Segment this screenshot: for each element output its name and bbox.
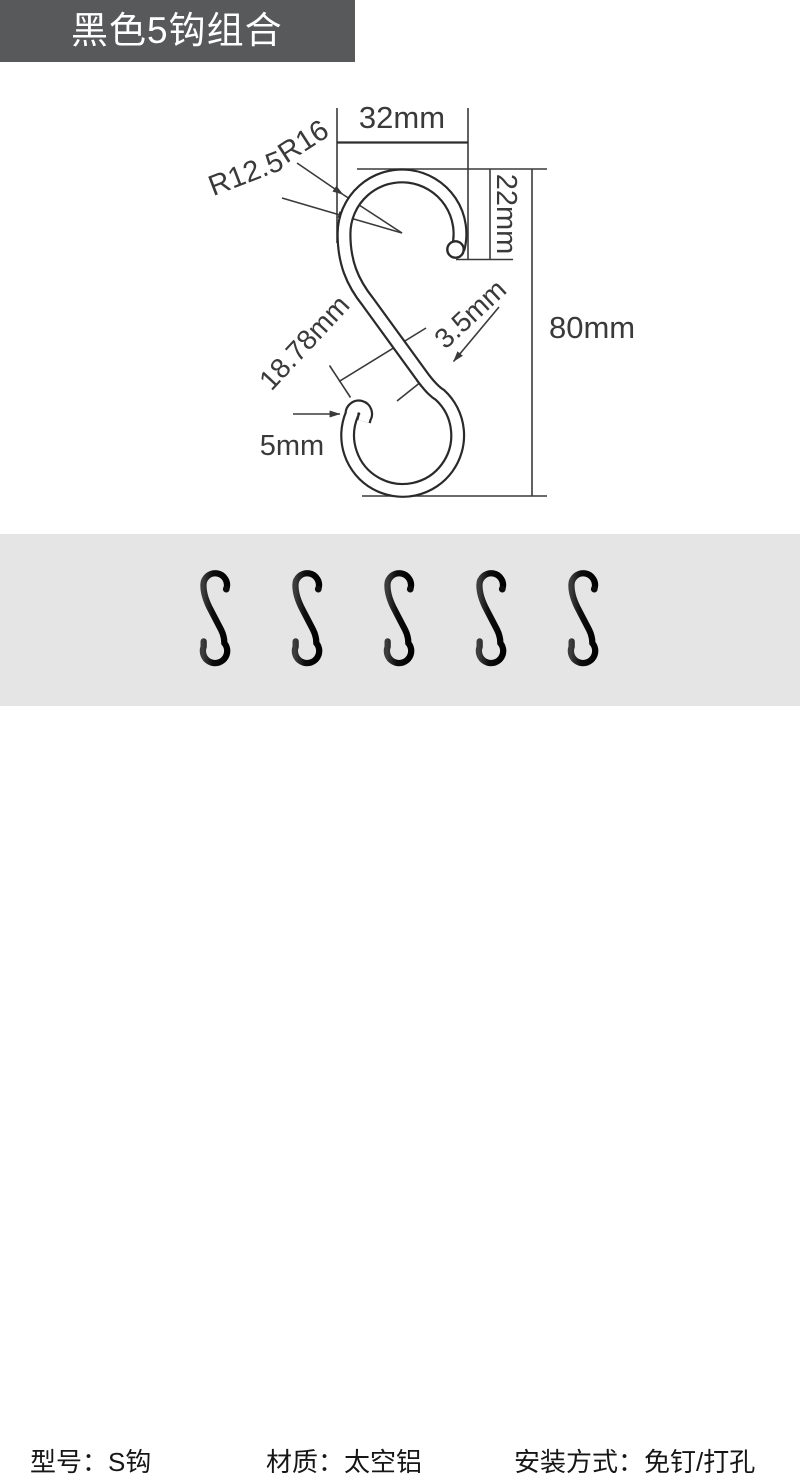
s-hook-technical-drawing: 32mm R16 R12.5 22mm 80mm 18.78mm 3.5mm 5…	[204, 100, 635, 498]
spec-material: 材质：太空铝	[266, 1447, 423, 1477]
dim-tail-width-label: 5mm	[260, 430, 324, 462]
ball-end	[446, 240, 465, 259]
spec-model: 型号：S钩	[30, 1447, 152, 1477]
spec-installation: 安装方式：免钉/打孔	[514, 1447, 756, 1477]
s-hook-photo	[199, 570, 231, 667]
product-title-badge: 黑色5钩组合	[0, 0, 355, 62]
dim-hook-depth-label: 22mm	[490, 174, 522, 255]
s-hook-photo	[383, 570, 415, 667]
s-hook-photo	[291, 570, 323, 667]
s-hook-outline	[336, 168, 468, 498]
dim-inner-radius-label: R12.5	[204, 145, 288, 203]
s-hook-photo	[567, 570, 599, 667]
dim-opening-gap-label: 18.78mm	[253, 289, 355, 396]
dim-top-width-label: 32mm	[359, 100, 445, 135]
s-hook-photo	[475, 570, 507, 667]
dim-total-height-label: 80mm	[549, 310, 635, 345]
spec-row: 型号：S钩 材质：太空铝 安装方式：免钉/打孔	[0, 706, 800, 1477]
product-photo-band	[0, 534, 800, 706]
dimension-lines	[281, 108, 547, 497]
